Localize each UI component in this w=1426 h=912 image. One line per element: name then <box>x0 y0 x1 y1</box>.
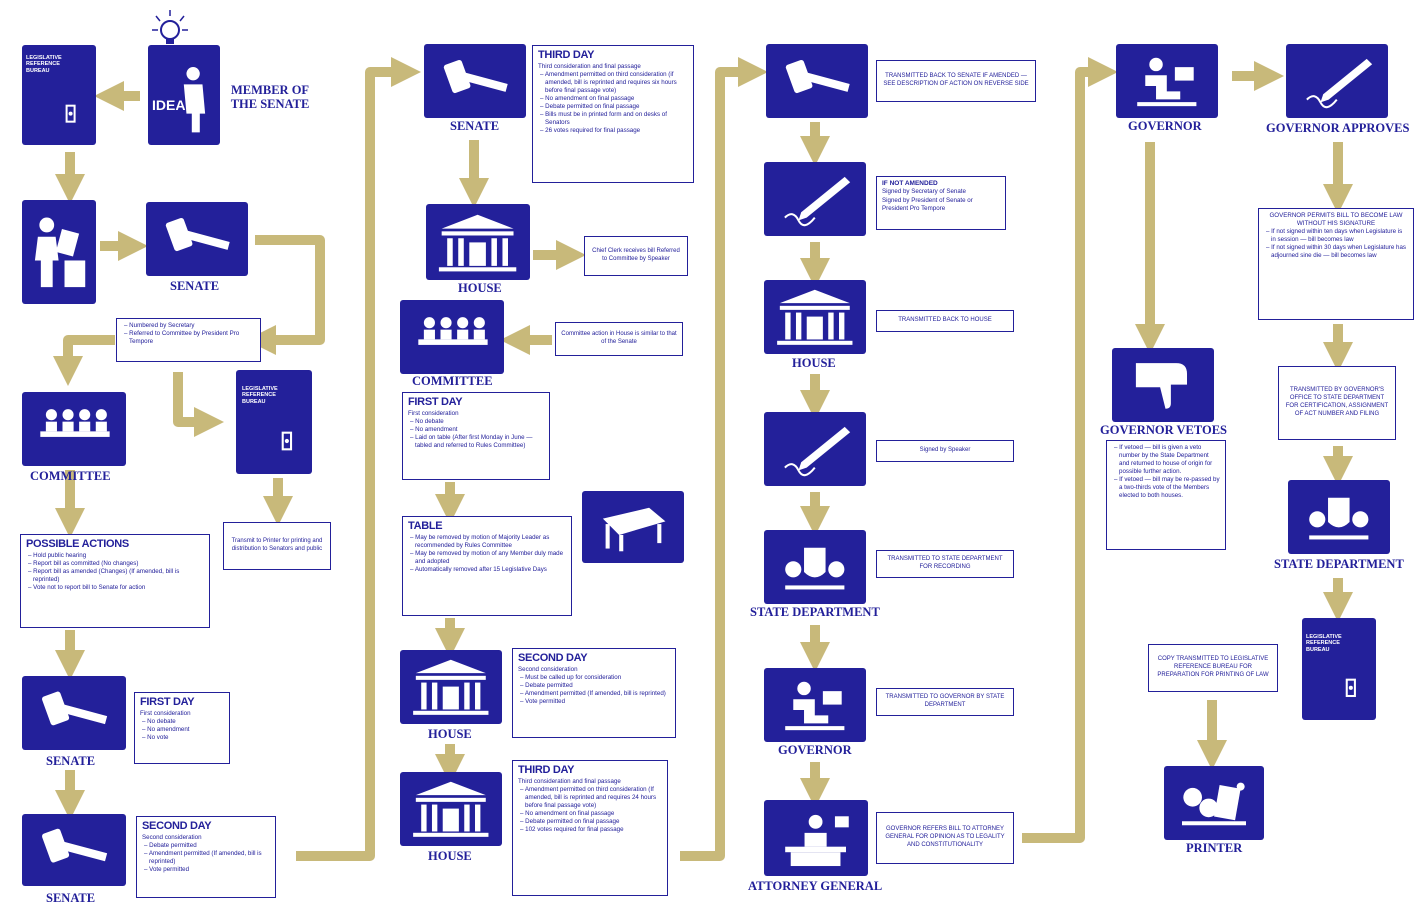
governor-refers-box: GOVERNOR REFERS BILL TO ATTORNEY GENERAL… <box>876 812 1014 864</box>
lightbulb-icon <box>152 10 188 44</box>
senate-first-day-box: FIRST DAY First consideration No debateN… <box>134 692 230 764</box>
governor-vetoes-label: GOVERNOR VETOES <box>1100 423 1228 437</box>
gavel-icon-senate-3 <box>22 814 126 886</box>
attorney-general-label: ATTORNEY GENERAL <box>748 879 883 893</box>
member-of-senate-label: MEMBER OF THE SENATE <box>230 83 310 111</box>
house-label-2: HOUSE <box>428 727 472 741</box>
legislative-reference-bureau-icon: LEGISLATIVE REFERENCE BUREAU <box>22 45 96 145</box>
transmitted-by-governors-office-box: TRANSMITTED BY GOVERNOR'S OFFICE TO STAT… <box>1278 366 1396 440</box>
senate-label-2: SENATE <box>46 754 96 768</box>
senate-second-day-box: SECOND DAY Second consideration Debate p… <box>136 816 276 898</box>
senate-label-3: SENATE <box>46 891 96 905</box>
copy-transmitted-box: COPY TRANSMITTED TO LEGISLATIVE REFERENC… <box>1148 644 1278 692</box>
pen-signing-icon-2 <box>764 412 866 486</box>
printer-press-icon <box>1164 766 1264 840</box>
pen-signing-icon-1 <box>764 162 866 236</box>
governor-permits-box: GOVERNOR PERMITS BILL TO BECOME LAW WITH… <box>1258 208 1414 320</box>
chief-clerk-box: Chief Clerk receives bill Referred to Co… <box>584 236 688 276</box>
gavel-icon-col3 <box>766 44 868 118</box>
senate-label-1: SENATE <box>170 279 220 293</box>
committee-table-icon-1 <box>22 392 126 466</box>
senate-third-day-box: THIRD DAY Third consideration and final … <box>532 45 694 183</box>
gavel-icon-senate-4 <box>424 44 526 118</box>
state-seal-icon-1 <box>764 530 866 604</box>
capitol-building-icon-house-1 <box>426 204 530 280</box>
transmitted-back-senate-box: TRANSMITTED BACK TO SENATE IF AMENDED — … <box>876 60 1036 102</box>
legislative-reference-bureau-icon-2: LEGISLATIVE REFERENCE BUREAU <box>236 370 312 474</box>
house-second-day-box: SECOND DAY Second consideration Must be … <box>512 648 676 738</box>
house-label-1: HOUSE <box>458 281 502 295</box>
governor-label-1: GOVERNOR <box>778 743 852 757</box>
committee-table-icon-2 <box>400 300 504 374</box>
governor-desk-icon-2 <box>1116 44 1218 118</box>
if-not-amended-box: IF NOT AMENDED Signed by Secretary of Se… <box>876 176 1006 230</box>
committee-label-1: COMMITTEE <box>30 469 111 483</box>
governor-approves-label: GOVERNOR APPROVES <box>1266 121 1410 135</box>
governor-label-2: GOVERNOR <box>1128 119 1202 133</box>
house-label-3: HOUSE <box>428 849 472 863</box>
person-reading-icon <box>22 200 96 304</box>
committee-action-house-box: Committee action in House is similar to … <box>555 322 683 356</box>
transmitted-governor-box: TRANSMITTED TO GOVERNOR BY STATE DEPARTM… <box>876 688 1014 716</box>
table-icon <box>582 491 684 563</box>
transmitted-state-dept-box: TRANSMITTED TO STATE DEPARTMENT FOR RECO… <box>876 550 1014 578</box>
attorney-general-desk-icon <box>764 800 868 876</box>
vetoes-box: If vetoed — bill is given a veto number … <box>1106 440 1226 550</box>
idea-person-icon: IDEA <box>148 45 220 145</box>
capitol-building-icon-house-3 <box>400 772 502 846</box>
legislative-reference-bureau-icon-3: LEGISLATIVE REFERENCE BUREAU <box>1302 618 1376 720</box>
capitol-building-icon-house-2 <box>400 650 502 724</box>
house-first-day-box: FIRST DAY First consideration No debateN… <box>402 392 550 480</box>
table-box: TABLE May be removed by motion of Majori… <box>402 516 572 616</box>
state-seal-icon-2 <box>1288 480 1390 554</box>
possible-actions-box: POSSIBLE ACTIONS Hold public hearingRepo… <box>20 534 210 628</box>
thumbs-down-icon <box>1112 348 1214 422</box>
senate-label-4: SENATE <box>450 119 500 133</box>
capitol-building-icon-house-4 <box>764 280 866 354</box>
governor-desk-icon-1 <box>764 668 866 742</box>
transmit-to-printer-box: Transmit to Printer for printing and dis… <box>223 522 331 570</box>
signed-by-speaker-box: Signed by Speaker <box>876 440 1014 462</box>
pen-signing-icon-governor <box>1286 44 1388 118</box>
transmitted-back-house-box: TRANSMITTED BACK TO HOUSE <box>876 310 1014 332</box>
numbered-by-secretary-box: Numbered by SecretaryReferred to Committ… <box>116 318 261 362</box>
house-label-4: HOUSE <box>792 356 836 370</box>
state-department-label-1: STATE DEPARTMENT <box>750 605 880 619</box>
gavel-icon-senate-2 <box>22 676 126 750</box>
printer-label: PRINTER <box>1186 841 1243 855</box>
committee-label-2: COMMITTEE <box>412 374 493 388</box>
house-third-day-box: THIRD DAY Third consideration and final … <box>512 760 668 896</box>
gavel-icon-senate-1 <box>146 202 248 276</box>
state-department-label-2: STATE DEPARTMENT <box>1274 557 1404 571</box>
